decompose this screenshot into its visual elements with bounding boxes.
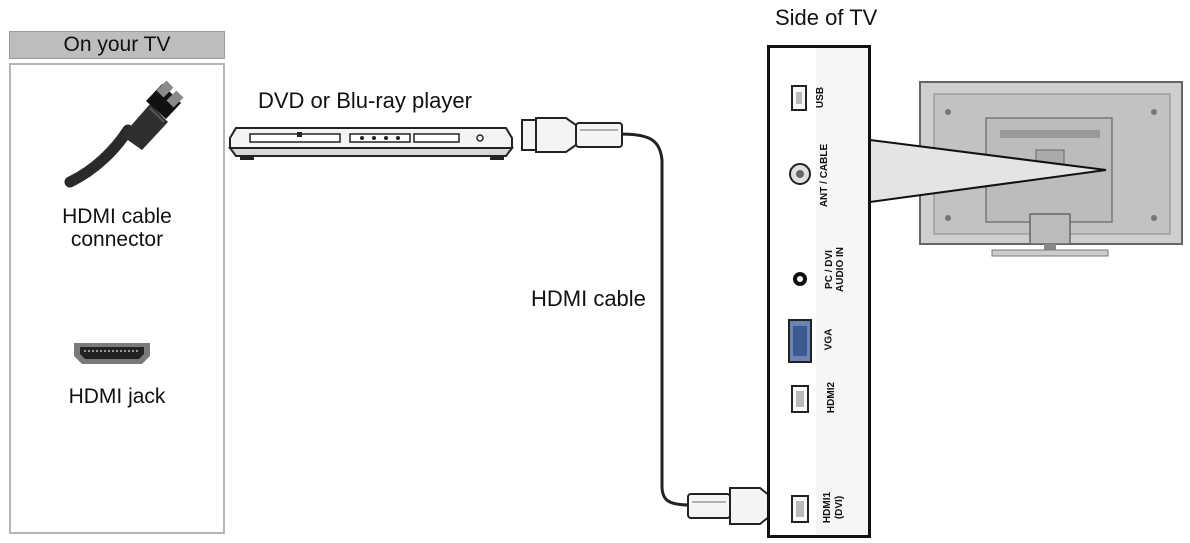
- port-label-pc-dvi: PC / DVI: [823, 250, 835, 289]
- hdmi-cable-wire: [619, 132, 691, 507]
- hdmi1-port-icon: [791, 495, 809, 523]
- cable-label: HDMI cable: [531, 286, 646, 311]
- port-label-vga: VGA: [823, 328, 835, 351]
- jack-label: HDMI jack: [68, 385, 166, 408]
- usb-port-icon: [791, 85, 807, 111]
- player-label: DVD or Blu-ray player: [258, 88, 472, 113]
- port-label-usb: USB: [815, 86, 827, 109]
- legend-header: On your TV: [9, 31, 225, 59]
- coax-port-icon: [789, 163, 811, 185]
- hdmi2-port-icon: [791, 385, 809, 413]
- hdmi-jack-icon: [74, 343, 150, 364]
- port-label-hdmi2: HDMI2: [826, 381, 838, 414]
- connector-label-line2: connector: [70, 228, 164, 251]
- port-label-hdmi1: HDMI1: [822, 491, 834, 524]
- dvd-player-icon: [228, 127, 514, 160]
- hdmi-plug-top-icon: [521, 117, 623, 153]
- connector-label-line1: HDMI cable: [62, 205, 172, 228]
- audio-port-icon: [793, 272, 807, 286]
- port-label-ant-cable: ANT / CABLE: [819, 143, 831, 208]
- tv-side-label: Side of TV: [775, 5, 878, 30]
- port-label-dvi: (DVI): [834, 495, 846, 520]
- hdmi-plug-icon: [64, 80, 184, 188]
- vga-port-icon: [788, 319, 812, 363]
- port-label-audio-in: AUDIO IN: [835, 247, 846, 292]
